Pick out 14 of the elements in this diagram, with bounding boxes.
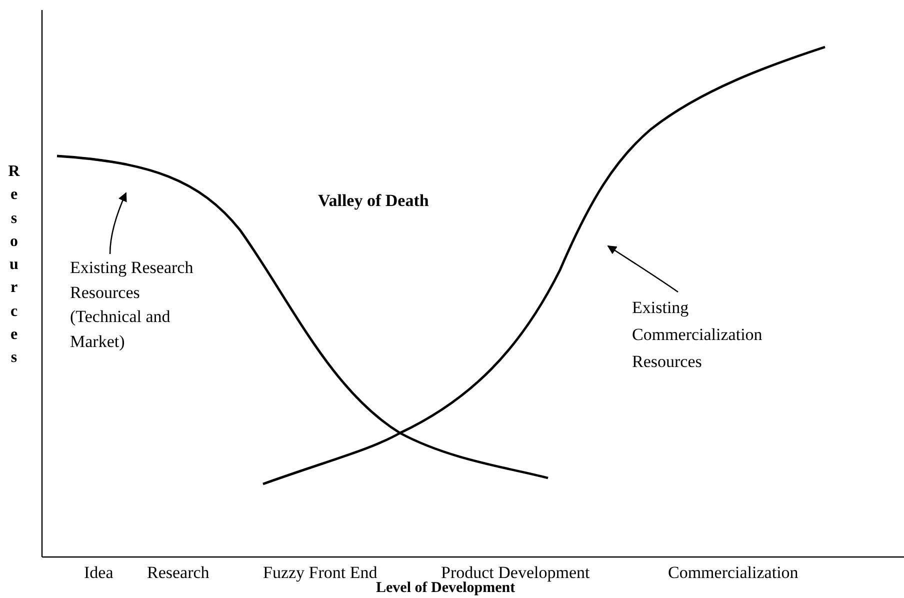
axis-title: Level of Development — [376, 580, 516, 597]
resource-curve — [262, 46, 826, 486]
axis-category: Research — [147, 564, 210, 582]
annotation-text: Existing Commercialization Resources — [632, 294, 812, 375]
leader-arrow — [109, 192, 127, 254]
resource-curve — [56, 154, 548, 480]
axis-category: Commercialization — [668, 564, 798, 582]
axis-category: Fuzzy Front End — [263, 564, 378, 582]
leader-arrow — [607, 245, 678, 293]
annotation-text: Existing Research Resources (Technical and Market) — [70, 256, 198, 354]
region-label: Valley of Death — [318, 190, 429, 212]
axis-title: Resources — [8, 162, 20, 368]
axis-category: Product Development — [441, 564, 590, 582]
axis-category: Idea — [84, 564, 114, 582]
